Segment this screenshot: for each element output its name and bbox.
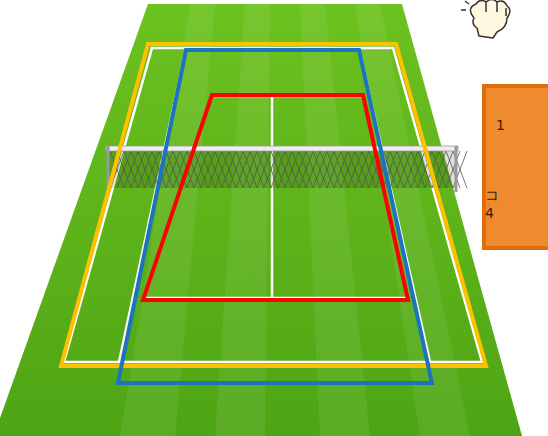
panel-text: 1 [496,118,505,133]
singles-outline [118,50,432,383]
panel-text: コ [485,188,499,203]
service-outline [143,95,408,300]
doubles-outline [61,44,486,366]
fist-icon [461,0,510,38]
info-panel-inner [486,88,548,246]
grass-field [0,4,522,436]
panel-text: 4 [485,206,494,221]
info-panel [482,84,548,250]
court-lines [64,48,482,362]
grass-stripes [120,4,470,436]
info-panel-box: 1 コ 4 [482,84,548,250]
